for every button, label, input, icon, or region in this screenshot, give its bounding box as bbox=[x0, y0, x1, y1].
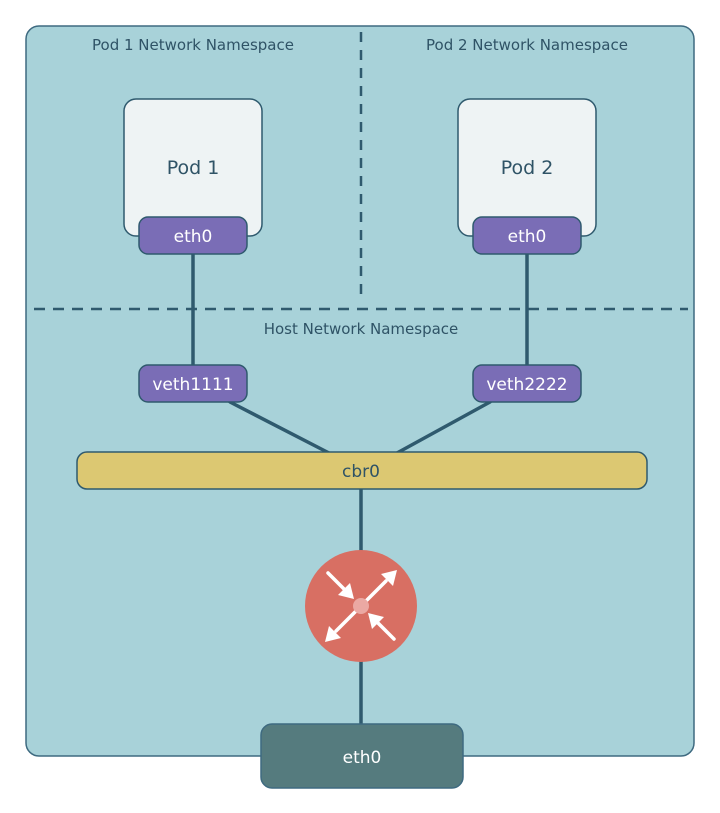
veth1111[interactable]: veth1111 bbox=[138, 364, 248, 403]
router[interactable] bbox=[305, 550, 417, 662]
router-center-dot bbox=[353, 598, 369, 614]
pod2[interactable]: Pod 2 eth0 bbox=[457, 98, 597, 255]
cbr0-box[interactable] bbox=[76, 451, 648, 490]
pod2-namespace-label: Pod 2 Network Namespace bbox=[426, 36, 628, 54]
veth2222-label: veth2222 bbox=[486, 375, 567, 395]
host-eth0-box[interactable] bbox=[260, 723, 464, 789]
link-veth2222-cbr0 bbox=[395, 400, 492, 455]
veth1111-box[interactable] bbox=[138, 364, 248, 403]
host-namespace-label: Host Network Namespace bbox=[264, 320, 459, 338]
pod1-eth0[interactable] bbox=[138, 216, 248, 255]
pod1-label: Pod 1 bbox=[167, 157, 220, 179]
veth1111-label: veth1111 bbox=[152, 375, 233, 395]
pod1[interactable]: Pod 1 eth0 bbox=[123, 98, 263, 255]
pod2-label: Pod 2 bbox=[501, 157, 554, 179]
router-arrows-icon bbox=[325, 570, 397, 642]
link-veth1111-cbr0 bbox=[228, 400, 331, 455]
pod1-namespace-label: Pod 1 Network Namespace bbox=[92, 36, 294, 54]
veth2222-box[interactable] bbox=[472, 364, 582, 403]
pod1-eth0-label: eth0 bbox=[174, 227, 213, 247]
bridge-cbr0[interactable]: cbr0 bbox=[76, 451, 648, 490]
pod2-eth0-label: eth0 bbox=[508, 227, 547, 247]
pod2-eth0[interactable] bbox=[472, 216, 582, 255]
veth2222[interactable]: veth2222 bbox=[472, 364, 582, 403]
cbr0-label: cbr0 bbox=[342, 462, 380, 482]
host-eth0[interactable]: eth0 bbox=[260, 723, 464, 789]
host-eth0-label: eth0 bbox=[343, 748, 382, 768]
